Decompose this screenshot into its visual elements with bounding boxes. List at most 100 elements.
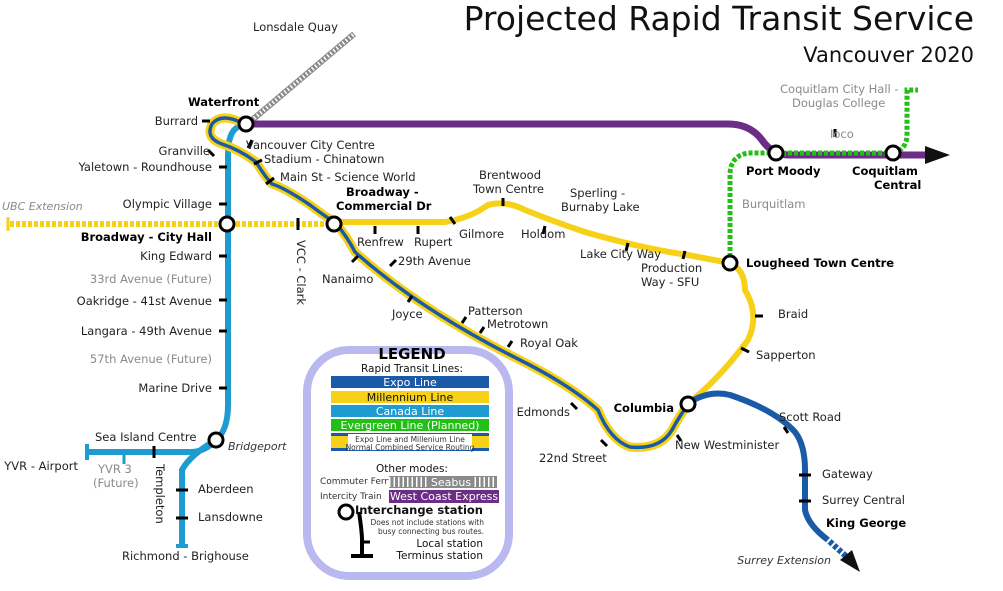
interchange-stations (207, 115, 902, 449)
station-coquitlam-city-hall-2: Douglas College (792, 96, 885, 110)
station-yvr3-1: YVR 3 (97, 462, 132, 476)
legend: LEGEND Rapid Transit Lines: Expo Line Mi… (303, 345, 513, 580)
legend-rapid-lines: Rapid Transit Lines: (361, 363, 463, 375)
map-title: Projected Rapid Transit Service (464, 0, 974, 38)
legend-seabus: Seabus (431, 476, 471, 489)
legend-canada: Canada Line (376, 405, 445, 418)
station-king-edward: King Edward (140, 249, 212, 263)
station-edmonds: Edmonds (517, 405, 570, 419)
station-richmond-brighouse: Richmond - Brighouse (122, 549, 249, 563)
station-sea-island: Sea Island Centre (95, 430, 196, 444)
station-vcc-clark: VCC - Clark (294, 240, 308, 305)
station-coquitlam-city-hall-1: Coquitlam City Hall - (780, 82, 899, 96)
station-gilmore: Gilmore (459, 227, 504, 241)
millennium-line-north (335, 200, 757, 405)
expo-line-surrey (688, 390, 830, 543)
station-nanaimo: Nanaimo (322, 272, 373, 286)
station-57th-avenue: 57th Avenue (Future) (90, 352, 212, 366)
legend-interchange-note-1: Does not include stations with (370, 518, 484, 527)
legend-millennium: Millennium Line (367, 391, 454, 404)
legend-wce-swatch (389, 490, 499, 503)
station-production-2: Way - SFU (641, 275, 699, 289)
station-ticks (152, 119, 837, 520)
station-brentwood-2: Town Centre (472, 182, 544, 196)
station-sapperton: Sapperton (756, 348, 816, 362)
station-olympic-village: Olympic Village (123, 197, 212, 211)
legend-expo: Expo Line (383, 376, 437, 389)
station-langara: Langara - 49th Avenue (81, 324, 212, 338)
station-33rd-avenue: 33rd Avenue (Future) (90, 272, 212, 286)
station-holdom: Holdom (521, 227, 565, 241)
wce-arrow (925, 146, 950, 164)
station-coquitlam-central-2: Central (874, 178, 921, 192)
legend-expo-swatch (331, 376, 489, 388)
station-granville: Granville (159, 144, 210, 158)
station-production-1: Production (641, 261, 702, 275)
station-rupert: Rupert (414, 235, 453, 249)
station-main-st: Main St - Science World (280, 170, 416, 184)
station-king-george: King George (826, 516, 906, 530)
surrey-extension (825, 537, 851, 561)
station-brentwood-1: Brentwood (479, 168, 541, 182)
station-stadium: Stadium - Chinatown (264, 152, 384, 166)
station-29th-avenue: 29th Avenue (398, 254, 471, 268)
station-yvr-airport: YVR - Airport (3, 459, 78, 473)
legend-combined-swatch (331, 433, 489, 451)
legend-commuter-ferry: Commuter Ferry (320, 477, 394, 487)
station-new-westminster: New Westminister (675, 438, 779, 452)
legend-interchange: Interchange station (355, 503, 483, 517)
station-burquitlam: Burquitlam (742, 197, 805, 211)
legend-intercity-train: Intercity Train (320, 492, 382, 502)
legend-combined: Expo Line and Millenium Line (355, 435, 465, 444)
legend-canada-swatch (331, 405, 489, 417)
station-ioco: Ioco (830, 127, 854, 141)
station-burrard: Burrard (155, 114, 198, 128)
legend-evergreen-swatch (331, 419, 489, 431)
legend-millennium-swatch (331, 391, 489, 403)
station-templeton: Templeton (153, 463, 167, 524)
legend-interchange-note-2: busy connecting bus routes. (378, 527, 484, 536)
station-aberdeen: Aberdeen (198, 482, 254, 496)
map-subtitle: Vancouver 2020 (803, 43, 974, 67)
station-sperling-2: Burnaby Lake (561, 200, 640, 214)
station-yvr3-2: (Future) (93, 476, 139, 490)
station-lansdowne: Lansdowne (198, 510, 263, 524)
station-broadway-city-hall: Broadway - City Hall (81, 230, 212, 244)
legend-seabus-label-bg (429, 476, 473, 488)
station-patterson: Patterson (468, 304, 523, 318)
legend-heading: LEGEND (378, 345, 445, 363)
station-oakridge: Oakridge - 41st Avenue (77, 294, 212, 308)
station-lougheed: Lougheed Town Centre (746, 256, 894, 270)
surrey-extension-arrow (840, 550, 860, 572)
station-scott-road: Scott Road (779, 410, 841, 424)
station-sperling-1: Sperling - (570, 186, 625, 200)
station-royal-oak: Royal Oak (520, 336, 578, 350)
station-surrey-central: Surrey Central (822, 493, 905, 507)
station-broadway-commercial-1: Broadway - (346, 185, 419, 199)
station-bridgeport: Bridgeport (228, 440, 287, 453)
legend-local: Local station (416, 538, 483, 550)
station-marine-drive: Marine Drive (138, 381, 212, 395)
legend-station-symbols (337, 503, 373, 558)
station-broadway-commercial-2: Commercial Dr (336, 199, 432, 213)
legend-terminus: Terminus station (395, 550, 483, 562)
station-lonsdale-quay: Lonsdale Quay (253, 20, 338, 34)
ubc-extension (6, 217, 330, 231)
legend-wce: West Coast Express (390, 490, 498, 503)
station-gateway: Gateway (822, 467, 873, 481)
station-vancouver-city-centre: Vancouver City Centre (246, 138, 375, 152)
legend-combined-sub: Normal Combined Service Routing (346, 443, 475, 452)
station-joyce: Joyce (391, 307, 423, 321)
legend-other-modes: Other modes: (376, 463, 448, 475)
station-waterfront: Waterfront (188, 95, 260, 109)
station-braid: Braid (778, 307, 808, 321)
station-coquitlam-central-1: Coquitlam (852, 164, 918, 178)
seabus-route (243, 31, 356, 129)
station-lake-city: Lake City Way (580, 247, 661, 261)
station-columbia: Columbia (614, 401, 674, 415)
station-port-moody: Port Moody (746, 164, 821, 178)
station-yaletown: Yaletown - Roundhouse (77, 160, 212, 174)
station-renfrew: Renfrew (357, 235, 404, 249)
surrey-extension-label: Surrey Extension (737, 554, 831, 567)
